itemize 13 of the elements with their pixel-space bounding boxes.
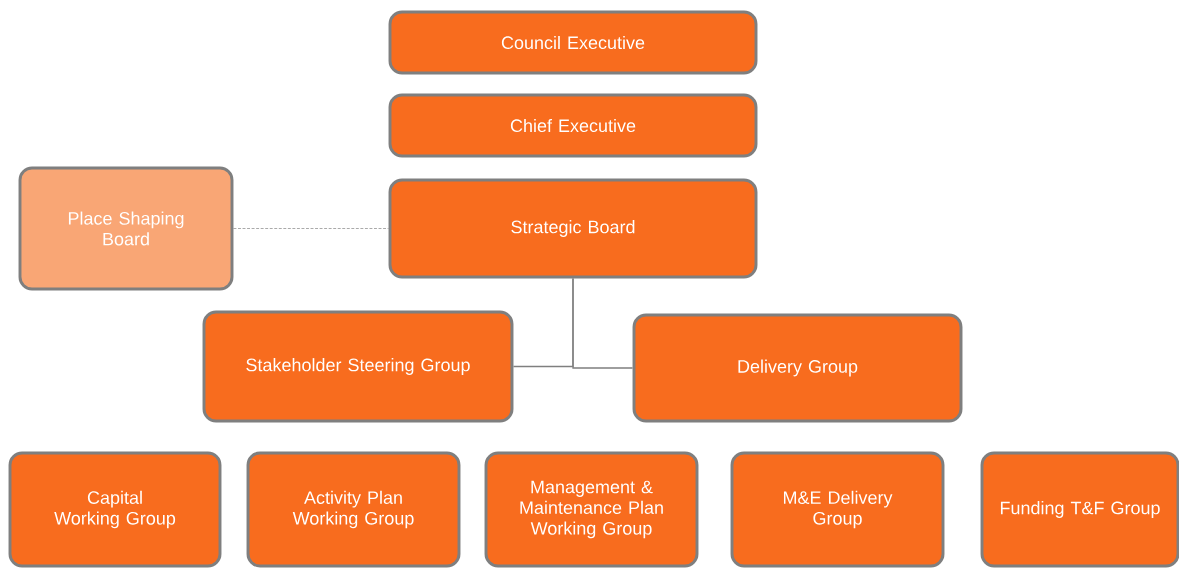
group-box: Council Executive	[388, 10, 758, 75]
group-box: Stakeholder Steering Group	[202, 310, 514, 423]
group-box: Management & Maintenance Plan Working Group	[484, 451, 699, 568]
group-box: Delivery Group	[632, 313, 963, 423]
group-box: M&E Delivery Group	[730, 451, 945, 568]
group-box: Strategic Board	[388, 178, 758, 279]
group-box: Chief Executive	[388, 93, 758, 158]
group-box: Capital Working Group	[8, 451, 222, 568]
connector-line	[572, 277, 634, 369]
group-box: Funding T&F Group	[980, 451, 1179, 568]
board-box: Place Shaping Board	[18, 166, 234, 291]
group-box: Activity Plan Working Group	[246, 451, 461, 568]
connector-line	[233, 228, 389, 229]
